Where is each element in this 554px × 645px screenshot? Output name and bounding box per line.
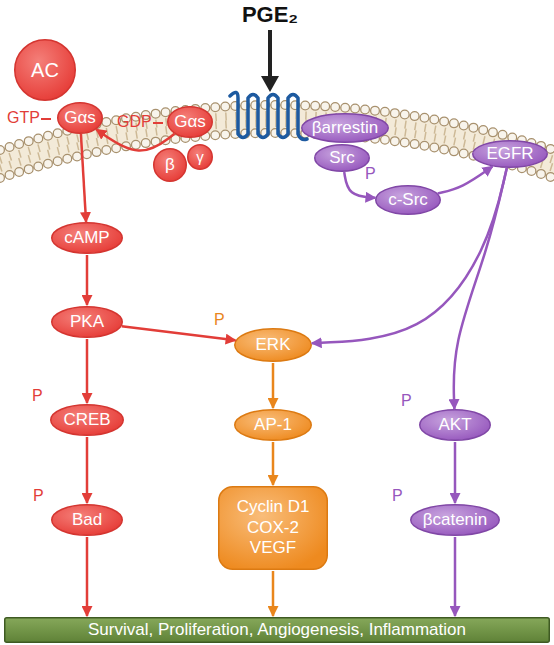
node-label: Src (314, 144, 370, 172)
signal-arrow (272, 571, 275, 616)
node-outline (420, 410, 491, 441)
node-tag: P (401, 393, 412, 409)
node-tag: P (33, 488, 44, 504)
signal-arrow (122, 326, 236, 340)
factor-node: PCREB (50, 404, 124, 436)
kinase-node: PERK (234, 328, 312, 362)
node-outline (219, 487, 328, 570)
protein-node: PBad (51, 504, 123, 536)
signal-arrow (344, 172, 375, 198)
node-label: βarrestin (301, 113, 389, 143)
signal-arrow (454, 442, 457, 503)
signal-arrow (81, 134, 86, 222)
signal-arrow (272, 363, 275, 408)
node-label: AKT (419, 409, 491, 441)
signal-arrow (312, 168, 507, 343)
node-outline (168, 107, 213, 138)
node-label: AC (14, 39, 76, 101)
ligand-label: PGE₂ (210, 2, 330, 28)
node-tag: P (32, 388, 43, 404)
node-label: AP-1 (234, 409, 312, 441)
node-outline (235, 329, 312, 362)
node-label: Gαs (57, 102, 103, 134)
node-outline (15, 40, 76, 101)
node-outline (235, 410, 312, 441)
outcome-band: Survival, Proliferation, Angiogenesis, I… (4, 617, 550, 643)
lipid-heads (0, 133, 554, 178)
signal-arrow (86, 255, 89, 305)
protein-node: βarrestin (301, 113, 389, 143)
node-label: Survival, Proliferation, Angiogenesis, I… (4, 617, 550, 643)
protein-node: Pβcatenin (410, 504, 500, 536)
node-label: Gαs (167, 106, 213, 138)
signal-arrow (96, 129, 174, 150)
node-label: Cyclin D1 COX-2 VEGF (218, 486, 328, 570)
factor-node: AP-1 (234, 409, 312, 441)
g-protein-node: GDPGαs (167, 106, 213, 138)
node-outline (52, 505, 123, 536)
g-protein-node: GTPGαs (57, 102, 103, 134)
signal-arrow (86, 339, 89, 403)
enzyme-node: AC (14, 39, 76, 101)
node-outline (58, 103, 103, 134)
messenger-node: cAMP (51, 222, 123, 254)
node-label: c-Src (375, 185, 441, 215)
node-tag: GTP (7, 110, 51, 126)
node-tag: GDP (117, 114, 163, 130)
node-label: ERK (234, 328, 312, 362)
node-tag: P (365, 166, 376, 182)
node-label: γ (187, 144, 213, 170)
node-outline (376, 186, 441, 215)
node-outline (154, 149, 187, 182)
ligand-arrowhead (261, 76, 279, 92)
node-label: EGFR (472, 140, 548, 168)
signal-arrow (86, 537, 89, 616)
signal-arrow (272, 442, 275, 485)
kinase-node: PAKT (419, 409, 491, 441)
node-label: β (153, 148, 187, 182)
node-label: Bad (51, 504, 123, 536)
node-tag: P (392, 488, 403, 504)
signal-arrow (454, 168, 507, 409)
target-genes-box: Cyclin D1 COX-2 VEGF (218, 486, 328, 570)
node-outline (473, 141, 548, 168)
signal-arrow (86, 437, 89, 503)
node-label: PKA (51, 306, 123, 338)
node-outline (411, 505, 500, 536)
node-outline (188, 145, 213, 170)
node-outline (52, 307, 123, 338)
kinase-node: PKA (51, 306, 123, 338)
kinase-node: Pc-Src (375, 185, 441, 215)
g-protein-subunit: γ (187, 144, 213, 170)
signal-arrow (438, 166, 493, 193)
signal-arrow (454, 537, 457, 616)
node-tag: P (214, 312, 225, 328)
node-outline (51, 405, 124, 436)
lipid-heads (0, 133, 554, 178)
ligand-arrow (268, 30, 272, 78)
node-label: βcatenin (410, 504, 500, 536)
gpcr-receptor (230, 92, 307, 139)
node-outline (5, 618, 550, 643)
node-label: CREB (50, 404, 124, 436)
node-label: cAMP (51, 222, 123, 254)
receptor-node: EGFR (472, 140, 548, 168)
node-outline (315, 145, 370, 172)
protein-node: Src (314, 144, 370, 172)
node-outline (52, 223, 123, 254)
node-outline (302, 114, 389, 143)
g-protein-subunit: β (153, 148, 187, 182)
